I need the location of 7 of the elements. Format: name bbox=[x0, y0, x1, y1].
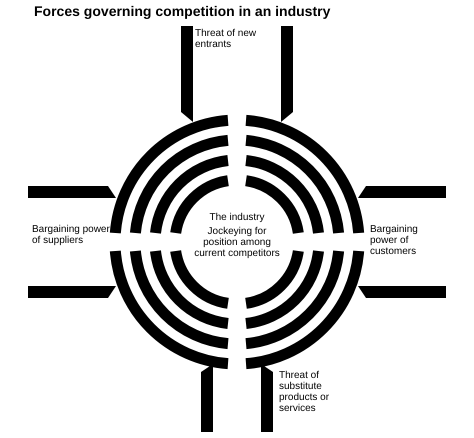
force-label: Bargaining power of suppliers bbox=[32, 224, 111, 246]
force-label: Threat of substitute products or services bbox=[279, 370, 330, 414]
node-heading: The industry bbox=[208, 212, 266, 223]
force-label: Jockeying for position among current competitors bbox=[193, 226, 281, 259]
force-label: Bargaining power of customers bbox=[370, 224, 419, 257]
diagram-title: Forces governing competition in an industry bbox=[34, 3, 330, 19]
force-label: Threat of new entrants bbox=[195, 28, 258, 50]
